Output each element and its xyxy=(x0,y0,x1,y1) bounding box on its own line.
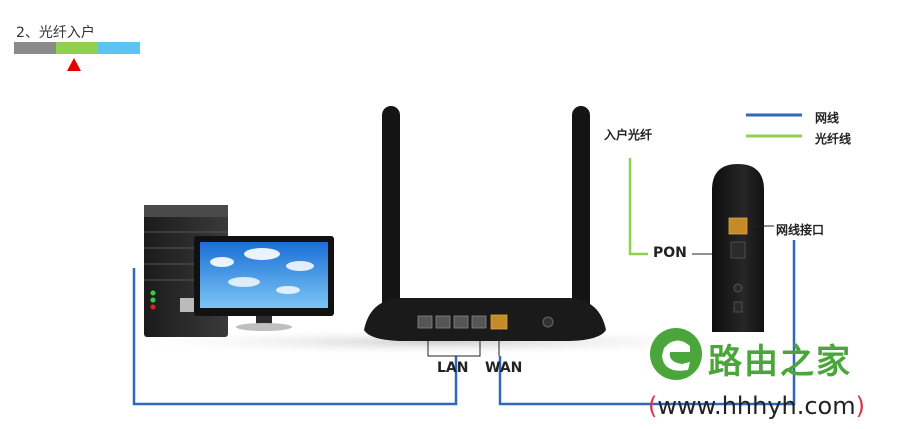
router-antenna-right xyxy=(572,106,590,318)
watermark-logo-icon xyxy=(650,328,702,380)
router-wan-port xyxy=(490,314,508,330)
fiber-cable xyxy=(628,158,648,256)
watermark-name: 路由之家 xyxy=(708,342,852,382)
optical-modem xyxy=(712,164,764,332)
wan-label: WAN xyxy=(485,360,523,376)
lan-bracket xyxy=(427,340,481,357)
monitor xyxy=(194,236,334,331)
pc-led-green-icon xyxy=(150,297,156,303)
watermark-url-close: ) xyxy=(855,392,865,420)
fiber-in-label: 入户光纤 xyxy=(604,128,653,142)
wan-cable xyxy=(498,240,796,406)
router-power-jack-icon xyxy=(542,316,554,328)
router xyxy=(364,106,606,341)
watermark-url: (www.hhhyh.com) xyxy=(648,392,865,420)
router-lan-ports xyxy=(417,315,487,329)
step-bar-segment-2 xyxy=(56,42,98,54)
pon-label: PON xyxy=(653,245,687,261)
lan-label: LAN xyxy=(437,360,469,376)
step-bar-segment-3 xyxy=(98,42,140,54)
router-antenna-left xyxy=(382,106,400,318)
step-bar-segment-1 xyxy=(14,42,56,54)
legend-net-label: 网线 xyxy=(815,111,840,125)
pc-led-green-icon xyxy=(150,290,156,296)
pc-led-red-icon xyxy=(150,304,156,310)
watermark-url-open: ( xyxy=(648,392,658,420)
lan-cable-pc xyxy=(132,268,458,406)
watermark-url-text: www.hhhyh.com xyxy=(657,392,856,420)
modem-lan-port xyxy=(728,217,748,235)
lan-port-label: 网线接口 xyxy=(776,223,825,237)
modem-pon-port xyxy=(730,241,746,259)
step-title: 2、光纤入户 xyxy=(16,25,95,41)
legend-fiber-label: 光纤线 xyxy=(815,132,852,146)
floor-shadow xyxy=(110,328,770,356)
step-marker-triangle-icon xyxy=(67,58,81,71)
